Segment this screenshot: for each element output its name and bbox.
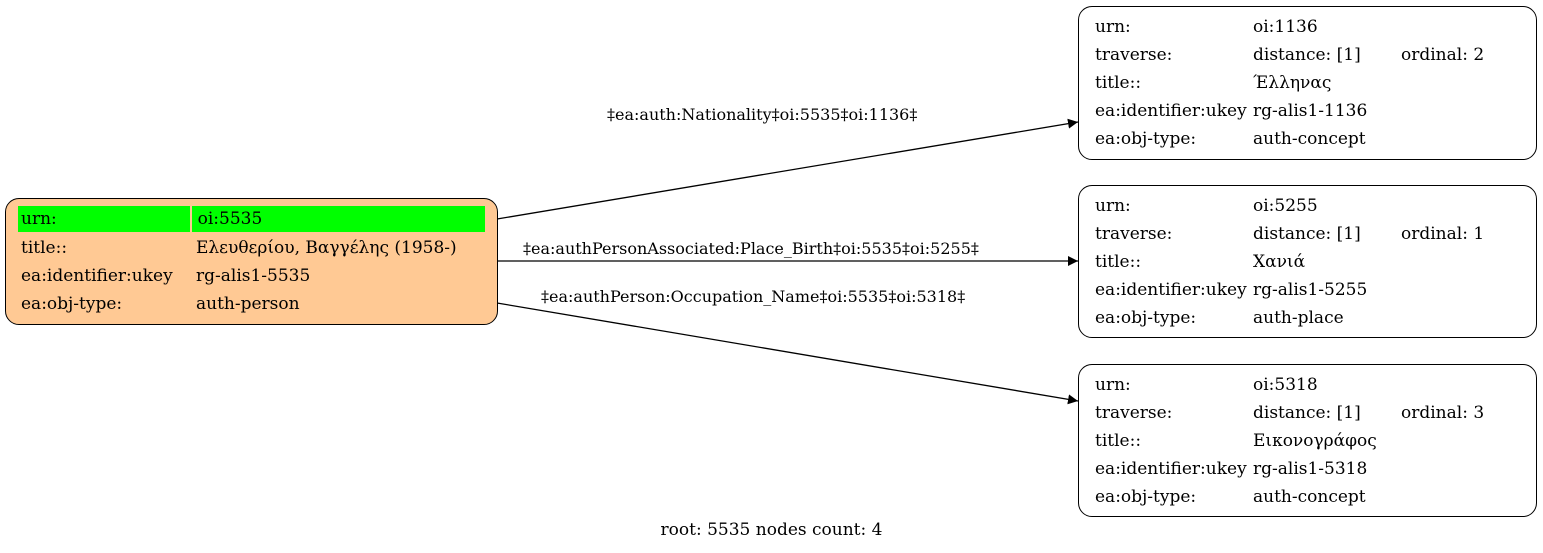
type-value: auth-concept — [1253, 487, 1366, 507]
ordinal-value: ordinal: 1 — [1401, 224, 1485, 244]
root-type-value: auth-person — [196, 294, 300, 314]
root-row-urn: urn: oi:5535 — [18, 206, 485, 232]
node-oi-1136[interactable]: urn: oi:1136 traverse: distance: [1] ord… — [1078, 6, 1537, 160]
node-row-traverse: traverse: distance: [1] ordinal: 3 — [1079, 399, 1536, 427]
title-key: title:: — [1095, 73, 1142, 93]
node-row-type: ea:obj-type: auth-concept — [1079, 483, 1536, 511]
title-value: Έλληνας — [1253, 73, 1332, 93]
ukey-key: ea:identifier:ukey — [1095, 101, 1247, 121]
urn-key: urn: — [1095, 196, 1131, 216]
distance-value: distance: [1] — [1253, 224, 1361, 244]
title-value: Εικονογράφος — [1253, 431, 1377, 451]
node-oi-5318[interactable]: urn: oi:5318 traverse: distance: [1] ord… — [1078, 364, 1537, 517]
ordinal-value: ordinal: 2 — [1401, 45, 1485, 65]
node-oi-5255[interactable]: urn: oi:5255 traverse: distance: [1] ord… — [1078, 185, 1537, 338]
root-type-key: ea:obj-type: — [21, 294, 123, 314]
root-urn-value: oi:5535 — [191, 206, 485, 232]
node-row-title: title:: Χανιά — [1079, 248, 1536, 276]
root-title-key: title:: — [21, 238, 68, 258]
distance-value: distance: [1] — [1253, 403, 1361, 423]
urn-value: oi:5255 — [1253, 196, 1318, 216]
type-key: ea:obj-type: — [1095, 487, 1197, 507]
node-row-urn: urn: oi:1136 — [1079, 13, 1536, 41]
edge-occupation — [496, 302, 1079, 405]
ukey-value: rg-alis1-5255 — [1253, 280, 1368, 300]
ukey-value: rg-alis1-1136 — [1253, 101, 1368, 121]
node-row-title: title:: Εικονογράφος — [1079, 427, 1536, 455]
root-row-ukey: ea:identifier:ukey rg-alis1-5535 — [18, 262, 485, 290]
urn-key: urn: — [1095, 375, 1131, 395]
title-key: title:: — [1095, 431, 1142, 451]
edge-label-place-birth: ‡ea:authPersonAssociated:Place_Birth‡oi:… — [523, 239, 979, 258]
type-key: ea:obj-type: — [1095, 129, 1197, 149]
type-value: auth-place — [1253, 308, 1344, 328]
root-title-value: Ελευθερίου, Βαγγέλης (1958-) — [196, 238, 457, 258]
root-urn-key: urn: — [18, 206, 190, 232]
urn-value: oi:5318 — [1253, 375, 1318, 395]
type-key: ea:obj-type: — [1095, 308, 1197, 328]
ordinal-value: ordinal: 3 — [1401, 403, 1485, 423]
traverse-key: traverse: — [1095, 403, 1173, 423]
root-node[interactable]: urn: oi:5535 title:: Ελευθερίου, Βαγγέλη… — [5, 198, 498, 325]
ukey-key: ea:identifier:ukey — [1095, 280, 1247, 300]
urn-key: urn: — [1095, 17, 1131, 37]
traverse-key: traverse: — [1095, 224, 1173, 244]
root-ukey-value: rg-alis1-5535 — [196, 266, 311, 286]
ukey-value: rg-alis1-5318 — [1253, 459, 1368, 479]
root-row-type: ea:obj-type: auth-person — [18, 290, 485, 318]
node-row-traverse: traverse: distance: [1] ordinal: 1 — [1079, 220, 1536, 248]
node-row-urn: urn: oi:5318 — [1079, 371, 1536, 399]
graph-footer: root: 5535 nodes count: 4 — [660, 520, 883, 540]
type-value: auth-concept — [1253, 129, 1366, 149]
title-key: title:: — [1095, 252, 1142, 272]
root-ukey-key: ea:identifier:ukey — [21, 266, 173, 286]
node-row-type: ea:obj-type: auth-concept — [1079, 125, 1536, 153]
edge-label-occupation: ‡ea:authPerson:Occupation_Name‡oi:5535‡o… — [541, 287, 966, 306]
root-row-title: title:: Ελευθερίου, Βαγγέλης (1958-) — [18, 234, 485, 262]
urn-value: oi:1136 — [1253, 17, 1318, 37]
node-row-ukey: ea:identifier:ukey rg-alis1-5318 — [1079, 455, 1536, 483]
edge-label-nationality: ‡ea:auth:Nationality‡oi:5535‡oi:1136‡ — [607, 105, 918, 124]
edge-nationality — [496, 118, 1079, 220]
node-row-type: ea:obj-type: auth-place — [1079, 304, 1536, 332]
node-row-traverse: traverse: distance: [1] ordinal: 2 — [1079, 41, 1536, 69]
node-row-urn: urn: oi:5255 — [1079, 192, 1536, 220]
traverse-key: traverse: — [1095, 45, 1173, 65]
node-row-title: title:: Έλληνας — [1079, 69, 1536, 97]
title-value: Χανιά — [1253, 252, 1306, 272]
node-row-ukey: ea:identifier:ukey rg-alis1-5255 — [1079, 276, 1536, 304]
ukey-key: ea:identifier:ukey — [1095, 459, 1247, 479]
node-row-ukey: ea:identifier:ukey rg-alis1-1136 — [1079, 97, 1536, 125]
distance-value: distance: [1] — [1253, 45, 1361, 65]
